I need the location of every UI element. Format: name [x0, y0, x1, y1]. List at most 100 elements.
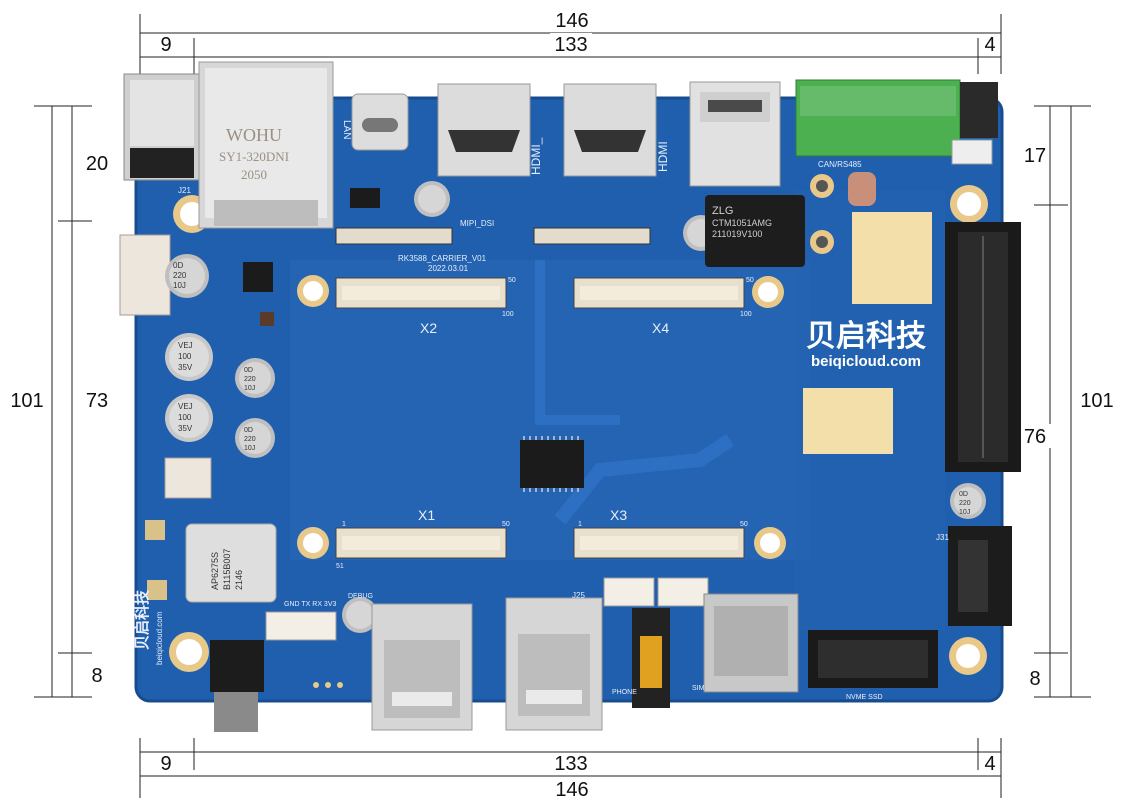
- uart-label: GND TX RX 3V3: [284, 601, 336, 608]
- hdmi-port-2: HDMI: [563, 83, 670, 177]
- dim-top-left: 9: [160, 34, 171, 56]
- wifi-module: AP6275S B115B007 2146: [185, 523, 277, 603]
- cap-label: 10J: [244, 445, 255, 452]
- gold-pad-upper: [852, 212, 932, 304]
- dim-left-bottom: 8: [91, 665, 102, 687]
- x4-pin100: 100: [740, 311, 752, 318]
- wohu-brand: WOHU: [226, 125, 282, 145]
- usb-a-port-top: [689, 81, 781, 187]
- zlg-brand: ZLG: [712, 205, 733, 217]
- x1-pin51: 51: [336, 563, 344, 570]
- capacitor: VEJ 100 35V: [165, 394, 213, 442]
- led-pads: [313, 682, 343, 688]
- cap-label: 220: [244, 436, 256, 443]
- hdmi-2-label: HDMI: [656, 141, 670, 172]
- cap-label: 35V: [178, 363, 193, 372]
- capacitor: 0D 220 10J: [235, 418, 275, 458]
- white-header-2: [657, 577, 709, 607]
- sata-connector: J31: [936, 526, 1012, 626]
- lan-label: LAN: [341, 120, 352, 139]
- zlg-serial: 211019V100: [712, 229, 762, 239]
- dim-bottom-middle: 133: [554, 753, 587, 775]
- fan-header-left-bottom: [164, 457, 212, 499]
- nvme-label: NVME SSD: [846, 694, 883, 701]
- dim-bottom-total: 146: [555, 779, 588, 801]
- cap-label: 10J: [173, 281, 186, 290]
- capacitor: [414, 181, 450, 217]
- x3-label: X3: [610, 507, 627, 523]
- can-rs485-label: CAN/RS485: [818, 160, 862, 169]
- dim-left-total: 101: [10, 390, 43, 412]
- cap-label: 10J: [959, 509, 970, 516]
- x2-pin50: 50: [508, 277, 516, 284]
- capacitors: 0D 220 10J VEJ 100 35V VEJ 100 35V 0D 22…: [165, 181, 986, 633]
- dimension-labels: 146 9 133 4 9 133 4 146 101 20 73 8 101 …: [8, 8, 1118, 801]
- nvme-m2-slot: NVME SSD: [808, 630, 938, 701]
- cap-label: 35V: [178, 424, 193, 433]
- dim-left-middle: 73: [86, 390, 108, 412]
- watermark-cn: 贝启科技: [806, 320, 926, 353]
- j31-label: J31: [936, 533, 949, 542]
- usb-c-port: [351, 93, 409, 151]
- cap-label: 0D: [959, 491, 968, 498]
- dim-bottom-right: 4: [984, 753, 995, 775]
- side-brand-url: beiqicloud.com: [155, 611, 164, 665]
- j25-label: J25: [572, 591, 585, 600]
- usb-a-port-bottom-1: [371, 603, 473, 731]
- connector-x3: X3 1 50: [573, 507, 748, 559]
- wifi-module-line1: AP6275S: [210, 552, 220, 590]
- dim-bottom-left: 9: [160, 753, 171, 775]
- wifi-module-line3: 2146: [234, 570, 244, 590]
- sim-label: SIM: [692, 685, 705, 692]
- standoff: [816, 236, 828, 248]
- board-name-label: RK3588_CARRIER_V01: [398, 254, 487, 263]
- watermark-url: beiqicloud.com: [811, 353, 921, 370]
- zlg-can-module: ZLG CTM1051AMG 211019V100: [705, 195, 805, 267]
- wohu-date: 2050: [241, 167, 267, 182]
- dim-right-middle: 76: [1024, 426, 1046, 448]
- capacitor: 0D 220 10J: [235, 358, 275, 398]
- cap-label: 10J: [244, 385, 255, 392]
- center-ic: [520, 436, 584, 492]
- dim-top-right: 4: [984, 34, 995, 56]
- connector-x4: X4 50 100: [573, 277, 754, 336]
- connector-x1: X1 1 50 51: [335, 507, 510, 570]
- cap-label: 220: [244, 376, 256, 383]
- capacitor: 0D 220 10J: [165, 254, 209, 298]
- dim-top-middle: 133: [554, 34, 587, 56]
- side-brand-cn: 贝启科技: [133, 589, 151, 650]
- copper-standoff: [848, 172, 876, 206]
- gold-pad-lower: [803, 388, 893, 454]
- x4-pin50: 50: [746, 277, 754, 284]
- dc-power-jack: J21: [123, 73, 201, 195]
- x1-label: X1: [418, 507, 435, 523]
- j21-label: J21: [178, 186, 191, 195]
- cap-label: 0D: [173, 261, 183, 270]
- zlg-model: CTM1051AMG: [712, 218, 772, 228]
- pcie-slot: [945, 222, 1021, 472]
- mipi-fpc-connector-1: [335, 227, 453, 245]
- cap-label: 100: [178, 413, 192, 422]
- x3-pin50: 50: [740, 521, 748, 528]
- phone-audio-jack: PHONE: [612, 608, 670, 708]
- small-header-top-right: [951, 139, 993, 165]
- dim-right-top: 17: [1024, 145, 1046, 167]
- usb-a-port-bottom-2: J25: [505, 591, 603, 731]
- board-date-label: 2022.03.01: [428, 264, 469, 273]
- dim-top-total: 146: [555, 10, 588, 32]
- dim-right-total: 101: [1080, 390, 1113, 412]
- x3-pin1: 1: [578, 521, 582, 528]
- wifi-antenna-connector: [145, 520, 167, 600]
- fan-header-left-top: [119, 234, 171, 316]
- cap-label: 100: [178, 352, 192, 361]
- white-header-1: [603, 577, 655, 607]
- cap-label: 0D: [244, 427, 253, 434]
- dim-left-top: 20: [86, 153, 108, 175]
- rj45-ethernet-port: WOHU SY1-320DNI 2050 LAN: [198, 61, 352, 229]
- power-switch: [960, 82, 998, 138]
- mipi-fpc-connector-2: [533, 227, 651, 245]
- standoff: [816, 180, 828, 192]
- can-rs485-terminal-block: CAN/RS485: [795, 79, 961, 169]
- eth-phy-chip: [350, 188, 380, 208]
